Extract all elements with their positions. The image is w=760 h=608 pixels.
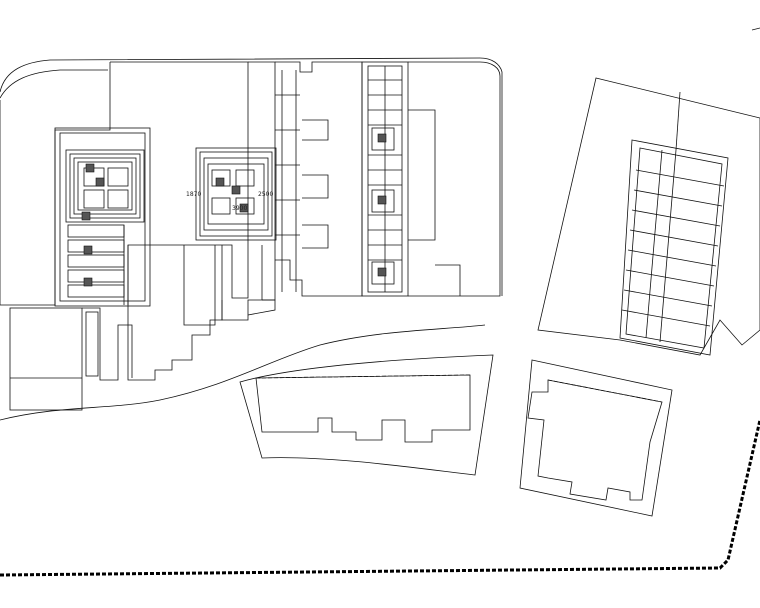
annex-building-left: [9, 307, 133, 411]
hatched-core-a: [81, 163, 105, 287]
north-tick-mark: [751, 27, 760, 31]
hatched-core-b: [215, 177, 249, 213]
rowhouse-strip-a: [248, 61, 363, 301]
site-road-outline: [0, 57, 503, 421]
dimension-annotations: 1870 2500 3900: [186, 191, 273, 212]
dimension-label-b: 2500: [258, 191, 273, 198]
building-cluster-right: [537, 77, 760, 356]
dimension-label-c: 3900: [232, 205, 247, 212]
rowhouse-strip-b: [361, 61, 501, 297]
building-center-bottom: [239, 354, 494, 476]
property-boundary: [0, 419, 760, 577]
hatched-core-c: [377, 133, 387, 277]
dimension-label-a: 1870: [186, 191, 201, 198]
right-block-units: [621, 169, 725, 327]
parking-stalls-a: [67, 224, 125, 298]
building-right-bottom: [519, 359, 673, 517]
strip-b-units: [368, 79, 402, 261]
building-cluster-b: [110, 61, 277, 381]
building-cluster-a: [0, 62, 151, 307]
